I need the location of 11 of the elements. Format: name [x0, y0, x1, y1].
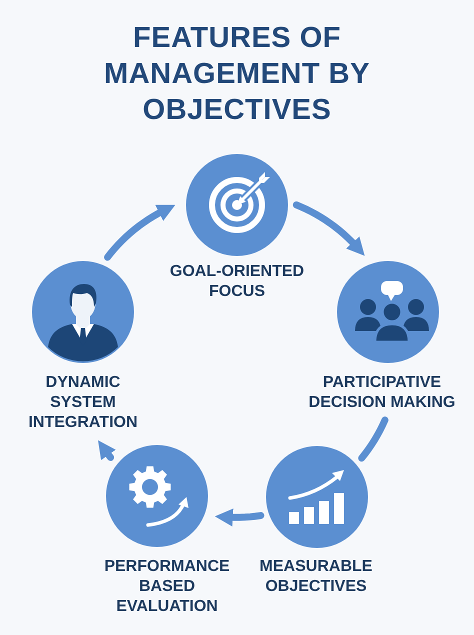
feature-label: DYNAMIC SYSTEM INTEGRATION	[27, 373, 139, 433]
feature-label: PERFORMANCE BASED EVALUATION	[103, 557, 231, 617]
arrow	[98, 440, 116, 461]
arrow	[292, 201, 365, 256]
feature-label: PARTICIPATIVE DECISION MAKING	[308, 373, 456, 413]
diagram-title: FEATURES OF MANAGEMENT BY OBJECTIVES	[103, 21, 371, 128]
feature-label: GOAL-ORIENTED FOCUS	[168, 262, 306, 302]
feature-label: MEASURABLE OBJECTIVES	[258, 557, 374, 597]
arrow	[214, 508, 264, 526]
connector-line	[358, 416, 388, 462]
arrow	[104, 204, 176, 261]
